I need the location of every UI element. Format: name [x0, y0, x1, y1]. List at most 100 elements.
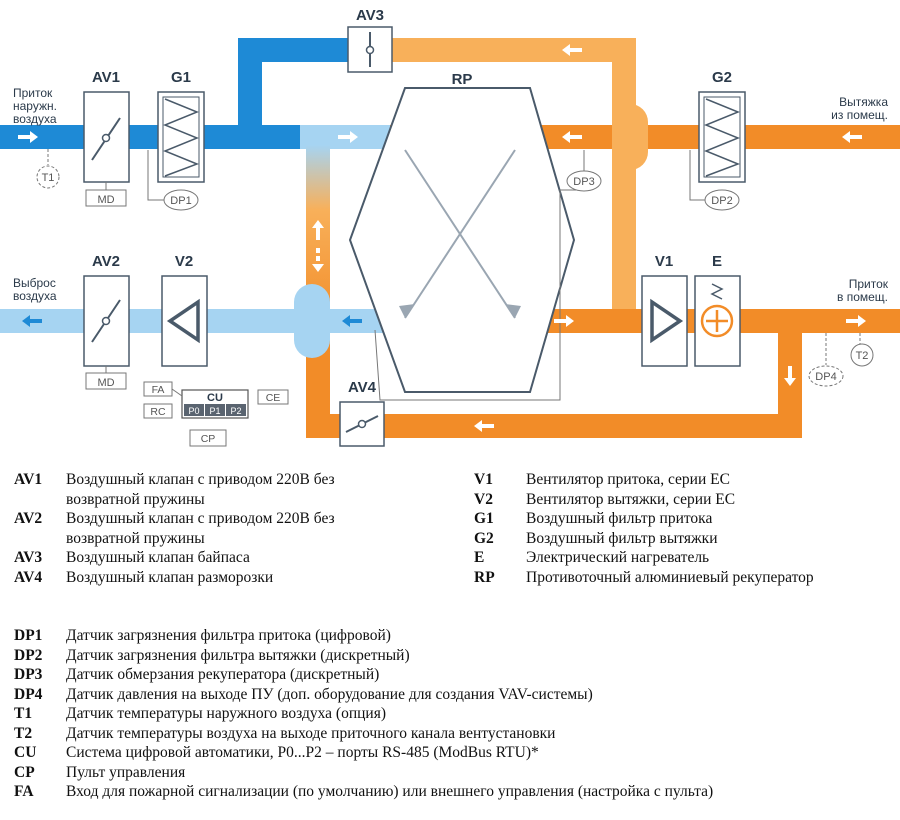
legend-code: T1	[14, 705, 33, 722]
dp3-sensor	[566, 170, 602, 192]
legend-item: RP Противоточный алюминиевый рекуператор	[474, 568, 894, 588]
av4-label: AV4	[348, 379, 377, 396]
g2-filter-inner	[703, 96, 741, 178]
legend-desc: Вход для пожарной сигнализации (по умолч…	[66, 783, 714, 800]
legend-code: DP2	[14, 646, 43, 664]
legend-code: DP4	[14, 685, 43, 703]
arrow-supply-into-rp	[338, 131, 358, 143]
dp2-label: DP2	[711, 195, 732, 207]
legend-code: G2	[474, 529, 494, 547]
dp4-sensor	[808, 365, 844, 387]
legend-desc: Датчик давления на выходе ПУ (доп. обору…	[66, 685, 593, 703]
legend-code: V2	[474, 490, 493, 508]
g1-label: G1	[171, 69, 191, 86]
v2-label: V2	[175, 253, 193, 270]
legend-item: DP4 Датчик давления на выходе ПУ (доп. об…	[14, 685, 894, 705]
dp1-label: DP1	[170, 195, 191, 207]
inlet-label-3: воздуха	[13, 112, 57, 126]
exhaust-label-1: Выброс	[13, 276, 56, 290]
v2-fan-symbol	[166, 298, 200, 344]
dp2-lines	[689, 150, 706, 201]
g1-zigzag	[163, 98, 200, 177]
fa-label: FA	[152, 384, 165, 396]
arrow-extract-into-rp	[562, 131, 582, 143]
rp-cross-line-2	[404, 149, 516, 319]
cu-wires	[171, 388, 183, 397]
legend-code: V1	[474, 471, 493, 488]
arrow-exhaust-from-rp	[342, 315, 362, 327]
ventilation-schematic: RP AV1 MD G1 DP1 T1 Приток наружн. возду…	[0, 7, 900, 447]
legend-code: E	[474, 549, 485, 566]
legend-desc: Противоточный алюминиевый рекуператор	[526, 568, 814, 586]
arrow-defrost-left	[474, 420, 494, 432]
exhaust-label-2: воздуха	[13, 289, 57, 303]
legend-code: AV2	[14, 510, 43, 527]
cu-port-p1	[205, 404, 225, 416]
extract-label-2: из помещ.	[831, 108, 888, 122]
bypass-duct-warm-vertical	[612, 38, 636, 323]
supply-out-label-2: в помещ.	[837, 290, 888, 304]
legend-item: AV1 Воздушный клапан с приводом 220В без…	[14, 470, 434, 509]
crossover-bump-bottom-fill	[306, 309, 330, 333]
legend-desc: Воздушный клапан разморозки	[66, 568, 274, 586]
arrow-riser-down	[312, 264, 324, 272]
legend-code: FA	[14, 783, 34, 800]
legend-code: CU	[14, 744, 37, 761]
legend-code: AV1	[14, 471, 43, 488]
t1-sensor	[36, 165, 60, 189]
crossover-bump-top-fill	[612, 125, 636, 149]
inlet-label-2: наружн.	[13, 99, 57, 113]
legend-item: FA Вход для пожарной сигнализации (по умо…	[14, 782, 894, 802]
t2-label: T2	[856, 350, 869, 362]
legend-desc: Датчик температуры наружного воздуха (оп…	[66, 705, 386, 722]
legend-desc: Электрический нагреватель	[526, 549, 710, 566]
legend-code: G1	[474, 510, 494, 527]
arrow-exhaust-out	[22, 315, 42, 327]
arrow-extract	[842, 131, 862, 143]
ce-label: CE	[266, 392, 281, 404]
dp3-line-2	[374, 189, 576, 401]
md2-label: MD	[97, 377, 114, 389]
legend-desc: Пульт управления	[66, 763, 186, 781]
defrost-duct-bottom	[306, 414, 802, 438]
t1-label: T1	[42, 172, 55, 184]
dp2-sensor	[704, 189, 740, 211]
legend-main-left: AV1 Воздушный клапан с приводом 220В без…	[14, 470, 434, 587]
legend-code: RP	[474, 568, 495, 586]
e-heater-bolt	[710, 283, 724, 300]
supply-duct-inlet	[0, 125, 305, 149]
flow-arrows	[18, 44, 866, 432]
av3-pivot	[365, 45, 375, 55]
dp1-sensor	[163, 189, 199, 211]
legend-item: AV4 Воздушный клапан разморозки	[14, 568, 434, 588]
extract-label-1: Вытяжка	[839, 95, 888, 109]
av1-label: AV1	[92, 69, 120, 86]
legend-code: DP1	[14, 627, 43, 644]
arrow-bypass-warm	[562, 44, 582, 56]
rc-box	[143, 403, 173, 419]
arrow-defrost-down	[784, 366, 796, 386]
rp-cross-arrow-2	[399, 304, 415, 318]
cp-label: CP	[201, 433, 216, 445]
rp-cross-arrow-1	[505, 304, 521, 318]
g2-label: G2	[712, 69, 732, 86]
t2-sensor	[850, 343, 874, 367]
legend-item: AV2 Воздушный клапан с приводом 220В без…	[14, 509, 434, 548]
supply-out-label-1: Приток	[849, 277, 889, 291]
v1-label: V1	[655, 253, 673, 270]
rp-label: RP	[452, 71, 473, 88]
bypass-duct-warm-horizontal	[384, 38, 636, 62]
cu-port-p2-label: P2	[230, 406, 241, 416]
av2-pivot	[101, 316, 111, 326]
legend-item: T1 Датчик температуры наружного воздуха (…	[14, 704, 894, 724]
legend-desc: Датчик обмерзания рекуператора (дискретн…	[66, 666, 380, 683]
